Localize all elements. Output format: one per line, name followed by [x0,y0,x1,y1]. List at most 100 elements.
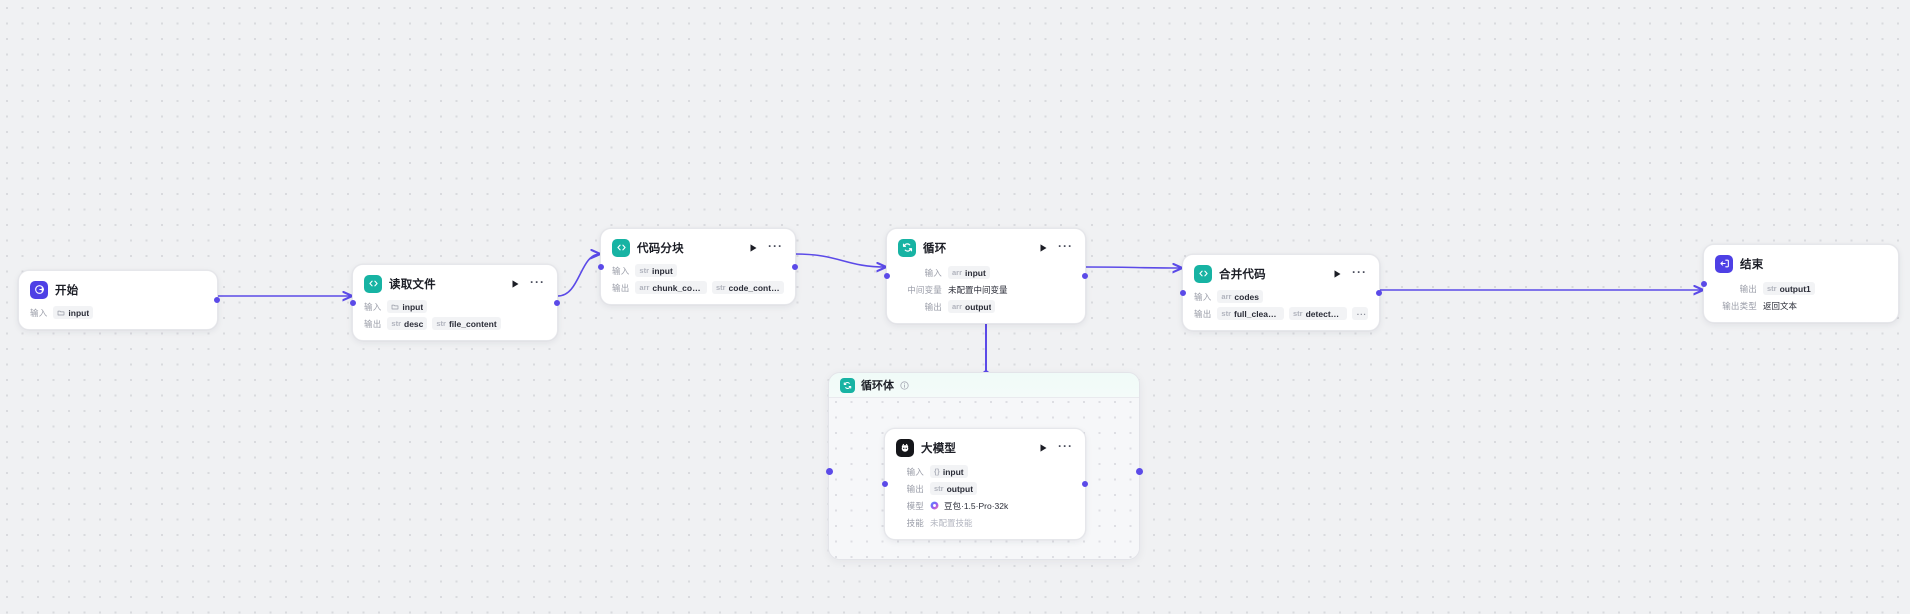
run-button[interactable] [509,277,522,290]
code-icon [612,238,630,257]
row-values: str full_clean_code_md str detected_lang… [1217,307,1369,320]
row-values: str desc str file_content [387,317,501,330]
info-icon[interactable] [900,380,909,390]
tag-name: file_content [448,318,497,329]
more-button[interactable]: ··· [1058,238,1073,253]
tag-name: detected_langua [1305,308,1343,319]
node-title: 代码分块 [637,242,684,255]
tag-desc[interactable]: str desc [387,317,428,330]
output-port[interactable] [792,263,798,270]
row-label: 输出 [612,282,630,293]
node-title: 合并代码 [1219,268,1266,281]
tag-type: arr [639,283,650,292]
node-rows: 输入 arr input 中间变量 未配置中间变量 输出 arr output [898,266,1074,313]
tag-input[interactable]: input [387,300,428,313]
more-button[interactable]: ··· [530,274,545,289]
more-button[interactable]: ··· [1352,264,1367,279]
node-header: 循环 ··· [898,238,1074,257]
row-output: 输出 str output [896,482,1074,495]
row-values: input [53,306,94,319]
tag-input[interactable]: input [53,306,94,319]
node-start[interactable]: 开始 输入 input [18,270,220,330]
code-icon [1194,264,1212,283]
row-skill: 技能 未配置技能 [896,516,1074,529]
tag-overflow-more[interactable]: ··· [1351,307,1369,320]
output-port[interactable] [1082,481,1088,487]
tag-detected-language[interactable]: str detected_langua [1289,307,1347,320]
loop-body-output-port[interactable] [1136,468,1143,475]
tag-name: code_content [728,282,780,293]
node-merge-code[interactable]: 合并代码 ··· 输入 arr codes 输出 [1180,254,1382,331]
tag-full-clean-code-md[interactable]: str full_clean_code_md [1217,307,1285,320]
row-output: 输出 arr chunk_codes str code_content [612,281,784,294]
tag-output[interactable]: str output [930,482,978,495]
run-button[interactable] [1037,241,1050,254]
tag-code-content[interactable]: str code_content [711,281,784,294]
folder-icon [392,304,399,309]
row-output: 输出 str full_clean_code_md str detected_l… [1194,307,1369,320]
input-port[interactable] [882,481,888,487]
tag-output[interactable]: arr output [948,300,996,313]
row-input: 输入 arr input [898,266,1074,279]
tag-codes[interactable]: arr codes [1217,290,1263,303]
node-rows: 输入 input [30,306,206,319]
code-icon [364,274,382,293]
input-port[interactable] [1180,289,1186,296]
input-port[interactable] [884,273,890,279]
node-code-chunk[interactable]: 代码分块 ··· 输入 str input 输出 [598,228,798,305]
row-output: 输出 str output1 [1715,282,1887,295]
input-port[interactable] [350,299,356,306]
node-title: 读取文件 [389,278,436,291]
node-end[interactable]: 结束 输出 str output1 输出类型 返回文本 [1701,244,1899,323]
node-llm[interactable]: 大模型 ··· 输入 {} input 输出 [882,428,1088,540]
run-button[interactable] [1037,441,1050,454]
tag-type: arr [952,268,963,277]
tag-output1[interactable]: str output1 [1763,282,1815,295]
node-title: 大模型 [921,442,957,455]
output-port[interactable] [554,299,560,306]
node-rows: 输入 {} input 输出 str output 模型 [896,465,1074,529]
row-output-type: 输出类型 返回文本 [1715,299,1887,312]
loop-body-title: 循环体 [861,380,894,392]
tag-name: input [402,301,424,312]
output-port[interactable] [214,297,220,303]
node-rows: 输入 input 输出 str desc [364,300,546,330]
row-label: 技能 [906,517,924,528]
more-button[interactable]: ··· [768,238,783,253]
node-read-file[interactable]: 读取文件 ··· 输入 input 输出 [350,264,560,341]
run-button[interactable] [1331,267,1344,280]
node-header: 开始 [30,280,206,299]
loop-icon [840,377,855,393]
row-label: 输入 [906,466,924,477]
node-header: 读取文件 ··· [364,274,546,293]
run-button[interactable] [747,241,760,254]
row-input: 输入 input [30,306,206,319]
tag-input[interactable]: arr input [948,266,990,279]
tag-type: str [1293,309,1303,318]
node-title: 结束 [1740,258,1764,271]
input-port[interactable] [1701,280,1707,287]
row-values: str output1 [1763,282,1815,295]
model-brand-icon [930,501,939,510]
model-name: 豆包·1.5·Pro·32k [944,500,1009,511]
row-label: 模型 [906,500,924,511]
node-header: 合并代码 ··· [1194,264,1368,283]
output-port[interactable] [1082,273,1088,279]
tag-input[interactable]: {} input [930,465,968,478]
node-rows: 输出 str output1 输出类型 返回文本 [1715,282,1887,312]
tag-input[interactable]: str input [635,264,677,277]
tag-type: str [715,283,726,292]
loop-body-header: 循环体 [829,373,1139,398]
tag-type: arr [1221,292,1232,301]
loop-body-input-port[interactable] [826,468,833,475]
tag-file-content[interactable]: str file_content [432,317,501,330]
input-port[interactable] [598,263,604,270]
row-output: 输出 arr output [898,300,1074,313]
node-loop[interactable]: 循环 ··· 输入 arr input 中间变量 未配置中间变量 [884,228,1088,324]
output-port[interactable] [1376,289,1382,296]
more-button[interactable]: ··· [1058,438,1073,453]
row-values: arr output [948,300,996,313]
tag-chunk-codes[interactable]: arr chunk_codes [635,281,707,294]
tag-name: output [946,483,974,494]
